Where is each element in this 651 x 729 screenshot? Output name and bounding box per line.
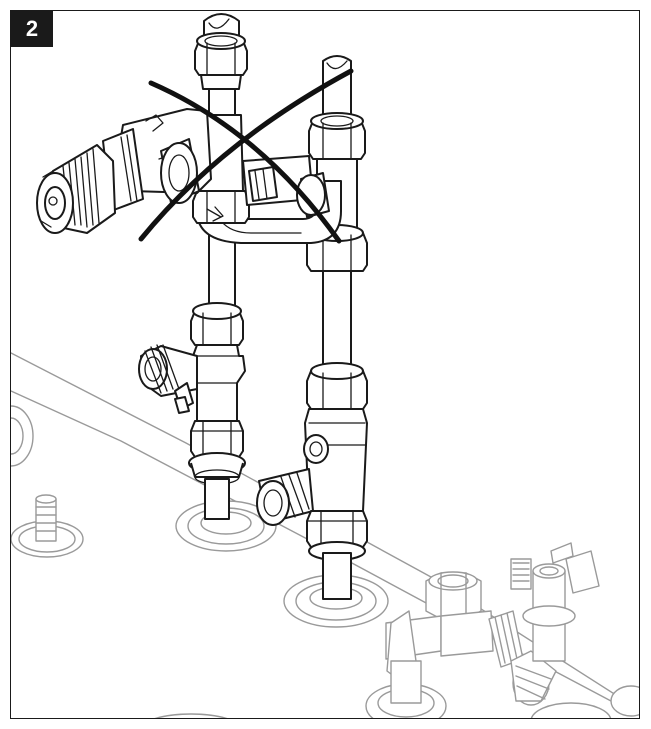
arrow-icon [206,206,224,222]
cross-mark-icon [138,68,354,244]
left-pipe-assembly [138,13,248,520]
thermostatic-valve [36,108,212,234]
plumbing-illustration [11,13,639,718]
ghost-connections [11,405,639,718]
figure-frame: 2 [10,10,640,719]
crossover-pipe [192,114,342,244]
step-number-badge: 2 [11,11,53,47]
right-pipe-assembly [256,55,368,600]
